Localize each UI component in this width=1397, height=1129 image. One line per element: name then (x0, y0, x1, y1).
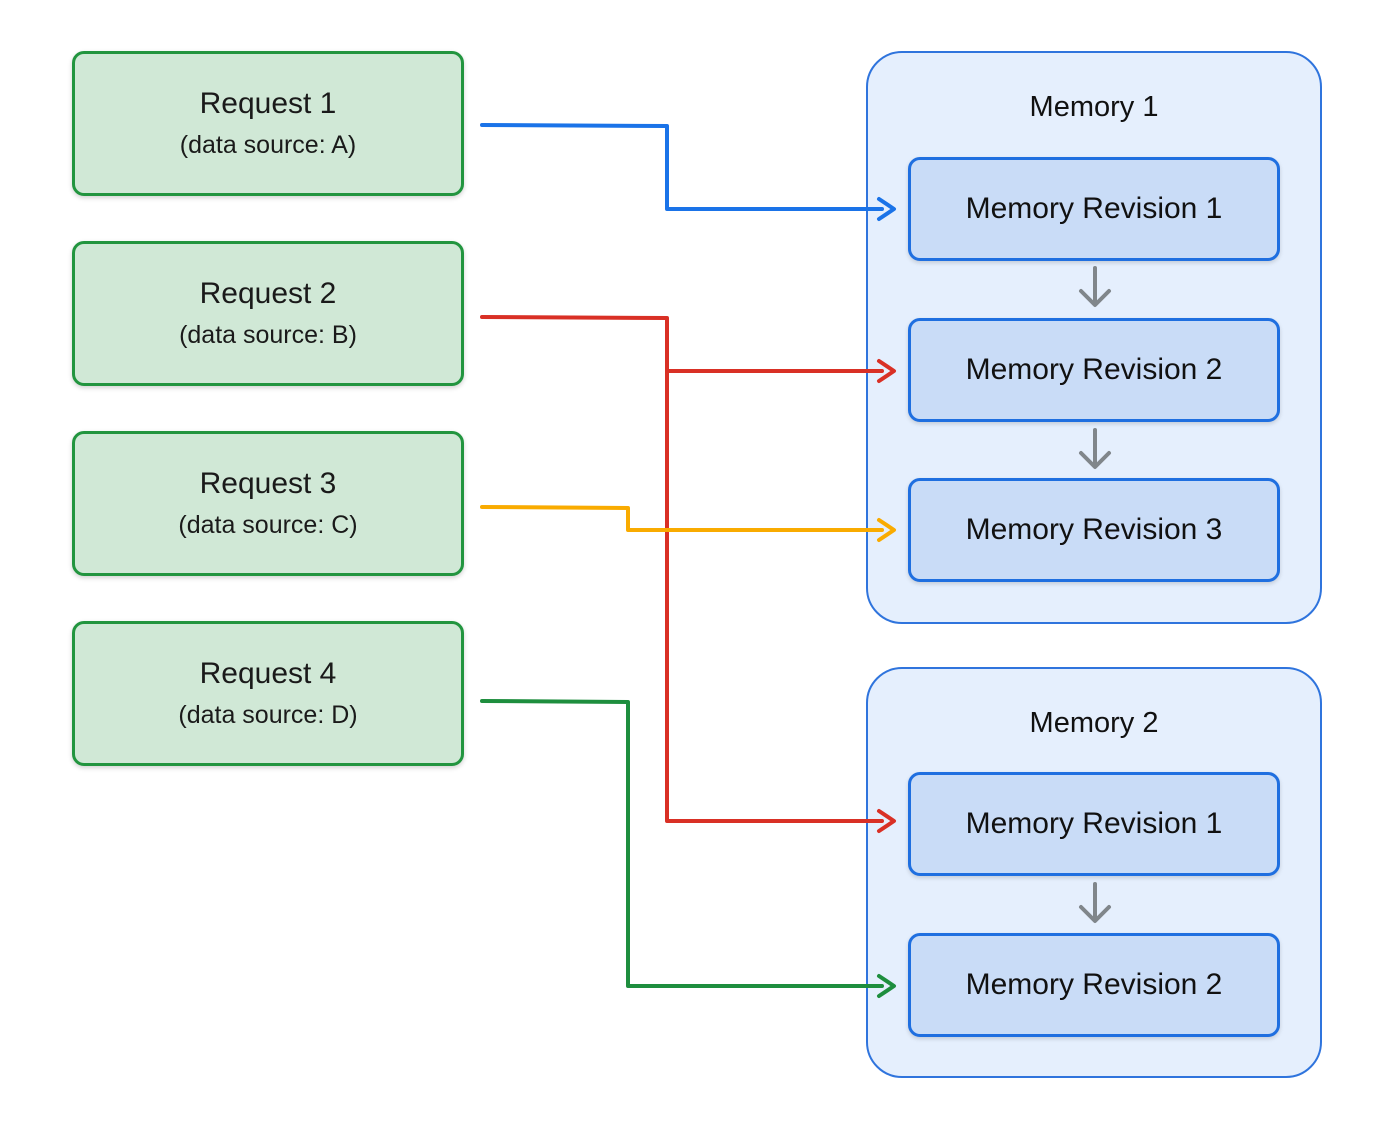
request-3-arrow (480, 505, 896, 542)
request-1-title: Request 1 (199, 86, 337, 120)
request-1-arrow (480, 123, 896, 221)
request-3-source: (data source: C) (178, 510, 358, 539)
memory-1-container: Memory 1 Memory Revision 1 Memory Revisi… (866, 51, 1322, 624)
request-2-box: Request 2 (data source: B) (72, 241, 464, 386)
request-2-source: (data source: B) (179, 320, 357, 349)
memory-2-container: Memory 2 Memory Revision 1 Memory Revisi… (866, 667, 1322, 1078)
request-2-arrow (480, 315, 896, 833)
request-3-title: Request 3 (199, 466, 337, 500)
request-2-title: Request 2 (199, 276, 337, 310)
memory-2-title: Memory 2 (1029, 707, 1159, 739)
memory-1-title: Memory 1 (1029, 91, 1159, 123)
memory-1-revision-1: Memory Revision 1 (908, 157, 1280, 261)
memory-2-revision-1: Memory Revision 1 (908, 772, 1280, 876)
request-4-box: Request 4 (data source: D) (72, 621, 464, 766)
memory-1-revision-3: Memory Revision 3 (908, 478, 1280, 582)
memory-1-revision-2-to-3-arrow (1079, 428, 1111, 469)
request-3-box: Request 3 (data source: C) (72, 431, 464, 576)
memory-1-revision-2: Memory Revision 2 (908, 318, 1280, 422)
request-4-title: Request 4 (199, 656, 337, 690)
memory-2-revision-2: Memory Revision 2 (908, 933, 1280, 1037)
memory-2-revision-1-to-2-arrow (1079, 882, 1111, 923)
request-1-source: (data source: A) (179, 130, 357, 159)
request-1-box: Request 1 (data source: A) (72, 51, 464, 196)
request-4-source: (data source: D) (178, 700, 358, 729)
request-4-arrow (480, 699, 896, 998)
memory-1-revision-1-to-2-arrow (1079, 266, 1111, 307)
